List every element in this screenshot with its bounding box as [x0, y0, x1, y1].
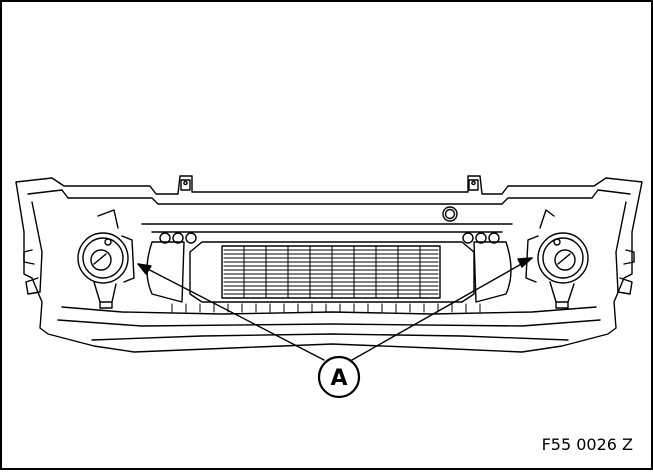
lower-slots — [171, 303, 481, 313]
fog-lamp-right — [525, 209, 589, 309]
arrowhead-left — [137, 263, 152, 275]
mounting-tabs — [180, 179, 479, 191]
leader-line-right — [351, 257, 533, 361]
callout-circle — [317, 355, 361, 399]
callout-letter: A — [330, 366, 347, 391]
reference-code: F55 0026 Z — [541, 435, 633, 454]
fog-lamp-left — [77, 209, 135, 309]
side-brackets — [23, 249, 635, 295]
bumper-carrier-outline — [15, 175, 643, 353]
arrowhead-right — [517, 257, 533, 268]
upper-cross-member — [141, 206, 513, 244]
callout-a: A — [137, 257, 533, 399]
leader-line-left — [137, 263, 325, 361]
grille-bars — [243, 245, 421, 299]
grille-slats — [223, 249, 439, 295]
side-intakes — [146, 241, 512, 303]
centre-grille — [189, 241, 475, 303]
